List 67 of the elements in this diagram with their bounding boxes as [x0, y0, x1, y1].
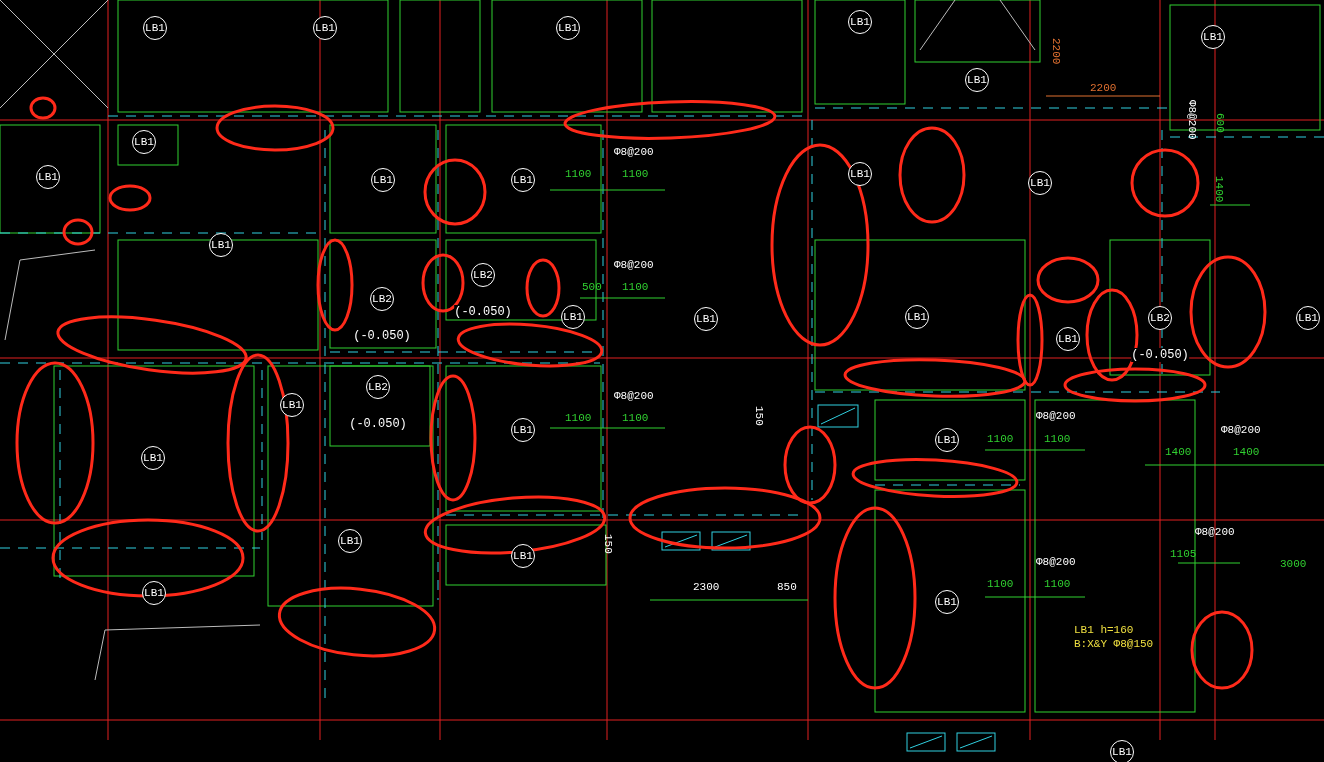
dimension-text: 1100: [1044, 578, 1071, 590]
rebar-spec: Φ8@200: [614, 146, 654, 158]
slab-tag: LB1: [143, 16, 167, 40]
slab-tag: LB1: [511, 168, 535, 192]
dimension-text: 850: [777, 581, 797, 593]
rebar-spec: Φ8@200: [1186, 100, 1198, 140]
slab-tag: LB1: [1296, 306, 1320, 330]
dimension-text: 2300: [693, 581, 720, 593]
slab-tag: LB1: [935, 590, 959, 614]
slab-tag: LB1: [1056, 327, 1080, 351]
dimension-text: 1105: [1170, 548, 1197, 560]
slab-tag: LB1: [511, 418, 535, 442]
slab-tag: LB1: [209, 233, 233, 257]
dimension-text: 500: [582, 281, 602, 293]
rebar-spec: Φ8@200: [614, 390, 654, 402]
dimension-text: 1100: [622, 281, 649, 293]
dimension-text: 1400: [1213, 176, 1225, 203]
slab-tag: LB1: [694, 307, 718, 331]
slab-tag: LB1: [280, 393, 304, 417]
dimension-text: 1100: [622, 168, 649, 180]
elevation-label: (-0.050): [349, 417, 407, 431]
elevation-label: (-0.050): [353, 329, 411, 343]
note-text: B:X&Y Φ8@150: [1074, 638, 1154, 650]
dimension-text: 1400: [1165, 446, 1192, 458]
dimension-text: 150: [753, 406, 765, 426]
slab-tag: LB1: [36, 165, 60, 189]
dimension-text: 1100: [565, 412, 592, 424]
slab-tag: LB1: [313, 16, 337, 40]
elevation-label: (-0.050): [454, 305, 512, 319]
dimension-text: 150: [602, 534, 614, 554]
slab-tag: LB1: [1028, 171, 1052, 195]
slab-tag: LB1: [965, 68, 989, 92]
note-text: LB1 h=160: [1074, 624, 1134, 636]
slab-tag: LB1: [905, 305, 929, 329]
rebar-spec: Φ8@200: [1036, 410, 1076, 422]
slab-tag: LB1: [848, 10, 872, 34]
slab-tag: LB1: [371, 168, 395, 192]
dimension-text: 600: [1214, 113, 1226, 133]
slab-tag: LB1: [141, 446, 165, 470]
slab-tag: LB1: [338, 529, 362, 553]
slab-tag: LB1: [935, 428, 959, 452]
dimension-text: 2200: [1050, 38, 1062, 65]
slab-tag: LB1: [132, 130, 156, 154]
slab-tag: LB2: [1148, 306, 1172, 330]
dimension-text: 1100: [987, 578, 1014, 590]
rebar-spec: Φ8@200: [1036, 556, 1076, 568]
slab-tag: LB2: [471, 263, 495, 287]
dimension-text: 1100: [622, 412, 649, 424]
slab-tag: LB1: [1201, 25, 1225, 49]
rebar-spec: Φ8@200: [1195, 526, 1235, 538]
slab-tag: LB1: [1110, 740, 1134, 762]
slab-tag: LB1: [561, 305, 585, 329]
elevation-label: (-0.050): [1131, 348, 1189, 362]
dimension-text: 3000: [1280, 558, 1307, 570]
slab-tag: LB2: [370, 287, 394, 311]
rebar-spec: Φ8@200: [1221, 424, 1261, 436]
slab-tag: LB1: [511, 544, 535, 568]
dimension-text: 1400: [1233, 446, 1260, 458]
slab-tag: LB1: [556, 16, 580, 40]
slab-tag: LB1: [142, 581, 166, 605]
dimension-text: 1100: [1044, 433, 1071, 445]
slab-tag: LB1: [848, 162, 872, 186]
dimension-text: 1100: [987, 433, 1014, 445]
dimension-text: 2200: [1090, 82, 1117, 94]
dimension-text: 1100: [565, 168, 592, 180]
slab-tag: LB2: [366, 375, 390, 399]
rebar-spec: Φ8@200: [614, 259, 654, 271]
